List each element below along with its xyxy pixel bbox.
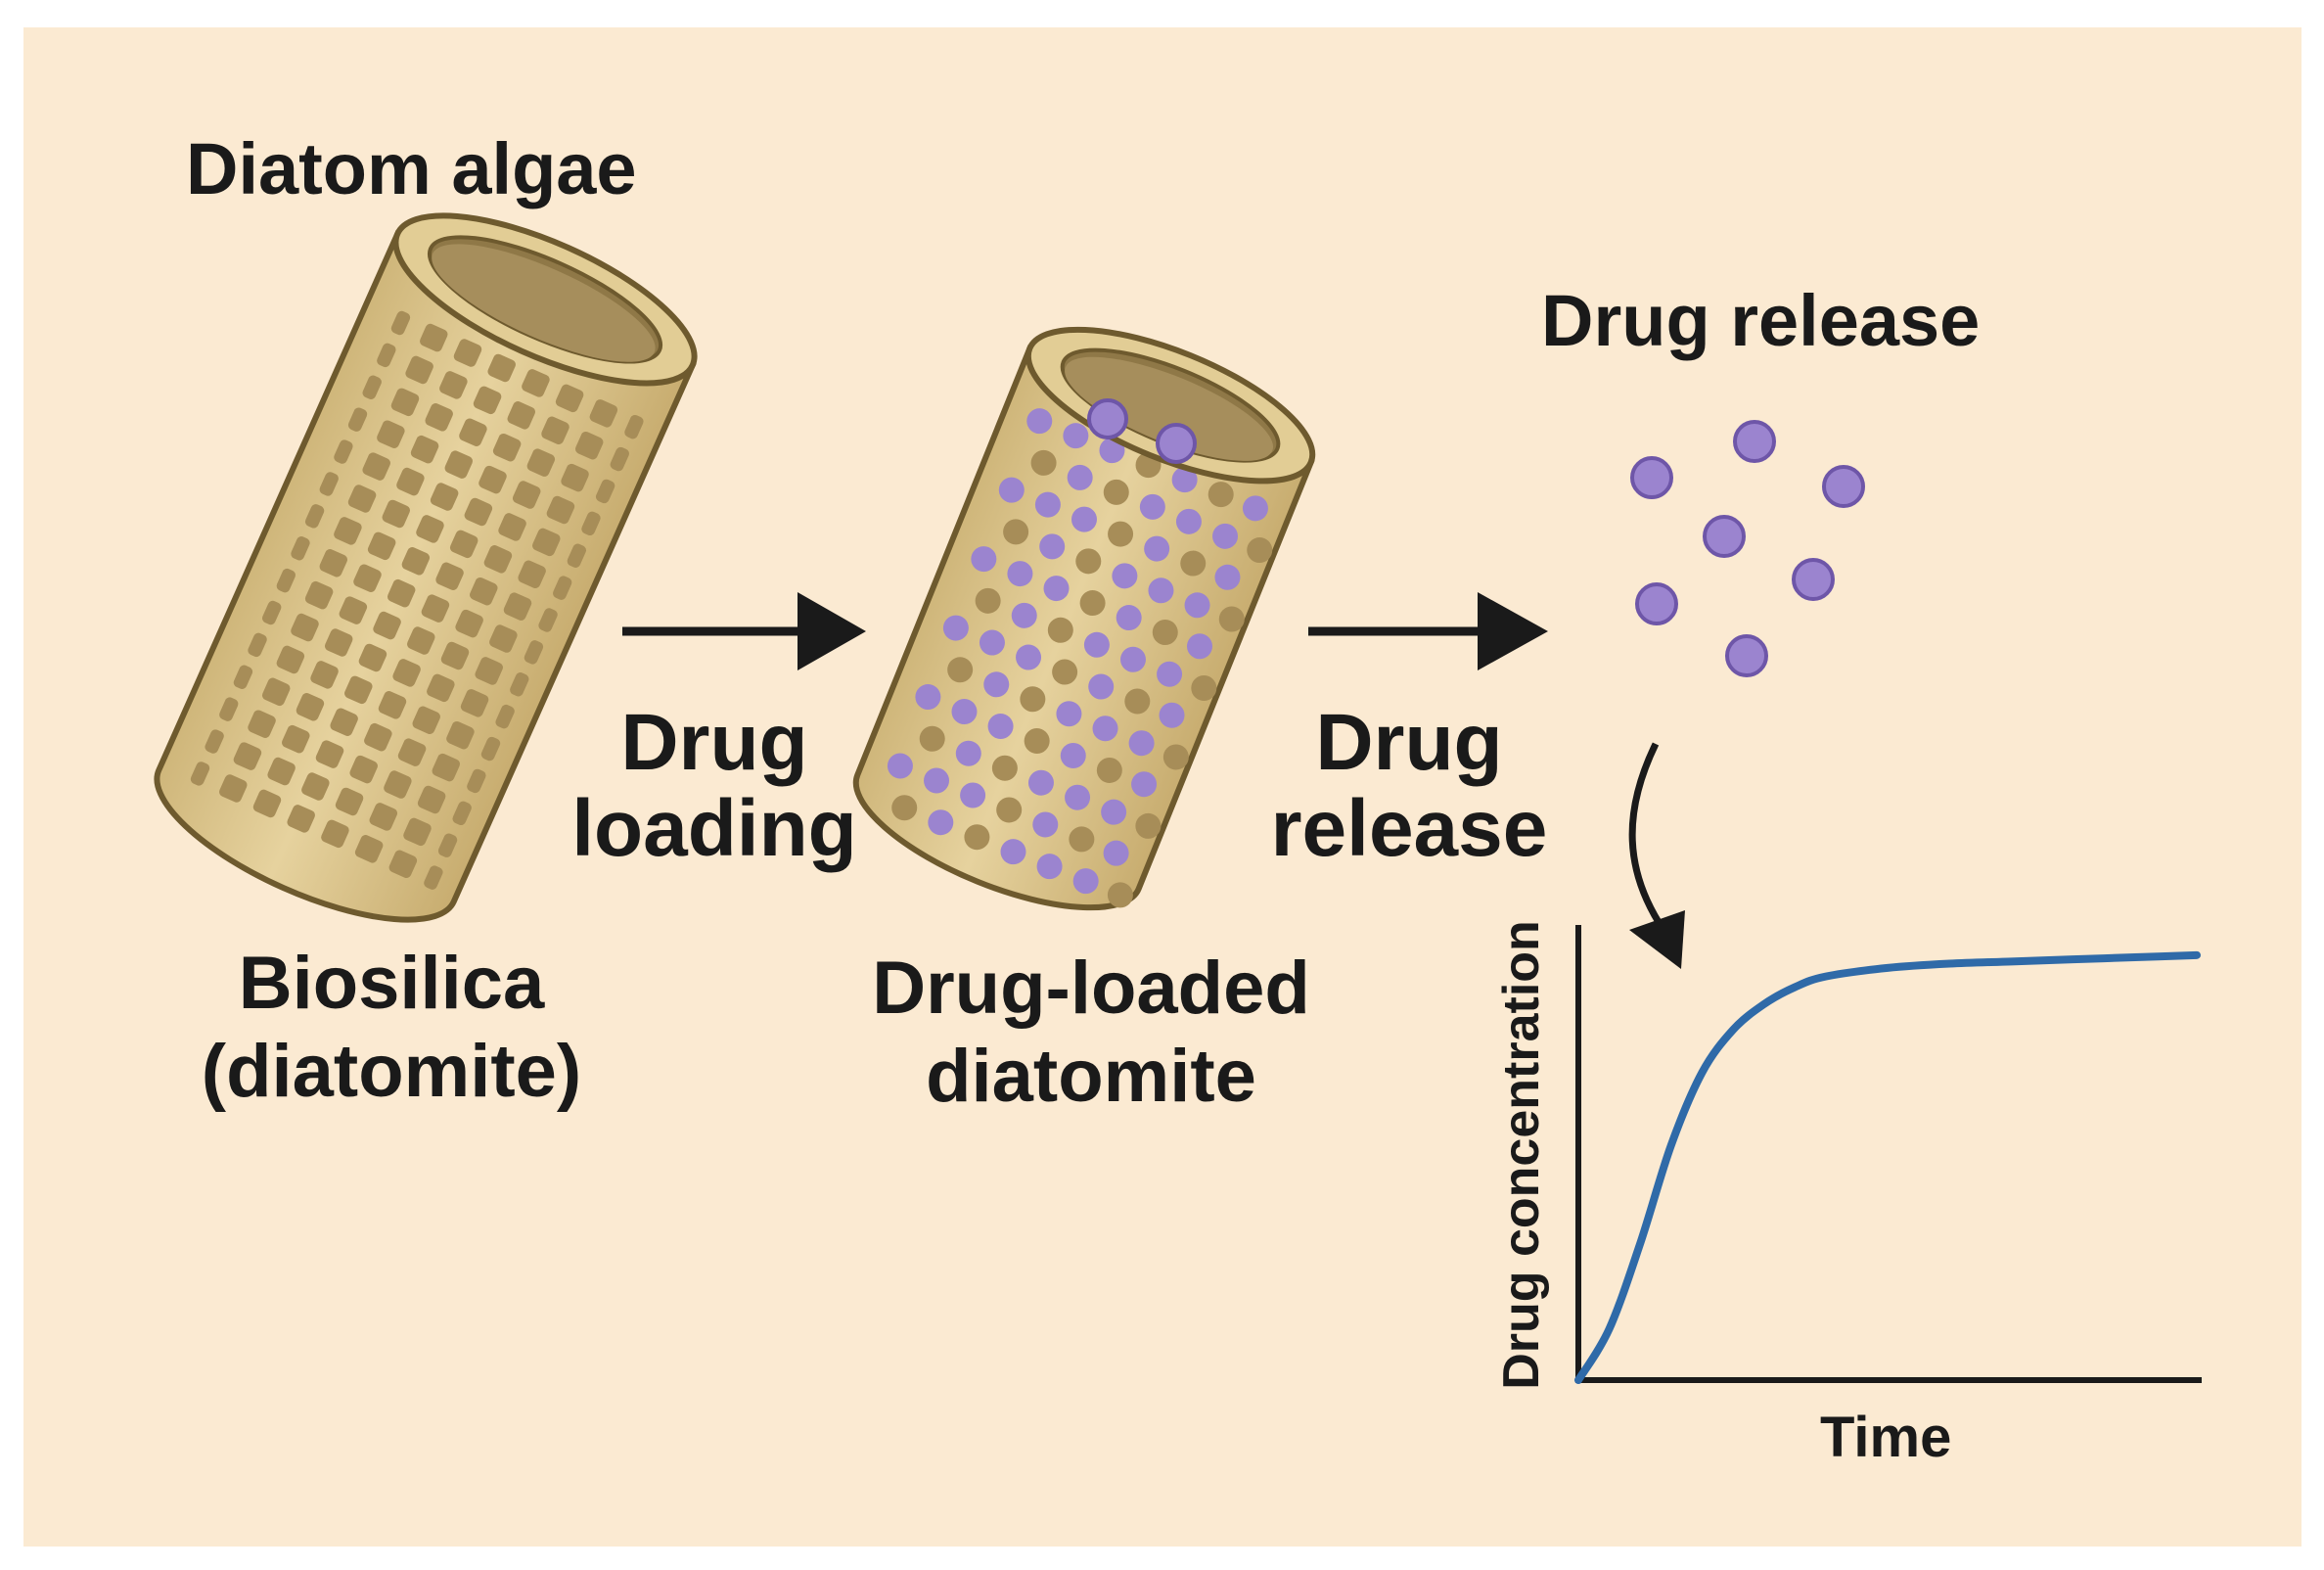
- drug-loaded-line1: Drug-loaded: [797, 945, 1385, 1033]
- drug-loaded-label: Drug-loaded diatomite: [797, 945, 1385, 1121]
- drug-particle: [1824, 467, 1863, 506]
- drug-release-line1: Drug: [1243, 700, 1575, 786]
- drug-loading-label: Drug loading: [548, 700, 881, 872]
- drug-particle: [1735, 422, 1774, 461]
- drug-particle: [1637, 584, 1676, 623]
- chart-y-label: Drug concentration: [1492, 920, 1551, 1390]
- drug-loading-line2: loading: [548, 786, 881, 872]
- drug-loading-line1: Drug: [548, 700, 881, 786]
- drug-particle: [1632, 458, 1671, 497]
- chart-x-label: Time: [1820, 1405, 1951, 1470]
- biosilica-line1: Biosilica: [147, 940, 636, 1028]
- drug-release-line2: release: [1243, 786, 1575, 872]
- drug-particle: [1705, 517, 1744, 556]
- drug-release-title: Drug release: [1541, 279, 1980, 362]
- biosilica-line2: (diatomite): [147, 1028, 636, 1116]
- drug-release-label: Drug release: [1243, 700, 1575, 872]
- drug-particle: [1089, 400, 1126, 438]
- drug-particle: [1158, 425, 1195, 462]
- drug-particle: [1727, 636, 1766, 675]
- drug-particle: [1794, 560, 1833, 599]
- drug-loaded-line2: diatomite: [797, 1033, 1385, 1121]
- biosilica-label: Biosilica (diatomite): [147, 940, 636, 1116]
- diatom-algae-label: Diatom algae: [186, 127, 637, 210]
